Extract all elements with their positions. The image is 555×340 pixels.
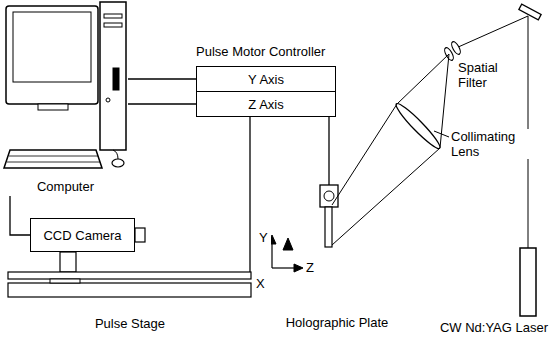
axis-label: Z [306, 260, 318, 275]
group-heading: Pulse Motor Controller [196, 44, 325, 59]
cable-line [328, 117, 329, 185]
camera-box: CCD Camera [30, 218, 135, 252]
cable-line [128, 103, 196, 104]
optics-illustration [332, 4, 541, 316]
part-label: CW Nd:YAG Laser [420, 320, 548, 335]
computer-unit: Computer [3, 0, 128, 196]
tower-button [106, 98, 110, 102]
laser-beam [528, 16, 529, 248]
stage-rail [8, 272, 251, 279]
node-label: Z Axis [248, 97, 283, 112]
node-label: Holographic Plate [286, 315, 389, 330]
tower-panel [113, 68, 119, 90]
holographic-plate: Holographic Plate [285, 185, 389, 332]
stage-base [8, 283, 251, 297]
collimated-beam [332, 148, 440, 245]
pulse-stage: Pulse Stage [5, 255, 255, 333]
monitor-case [6, 6, 98, 104]
drive-slot [104, 23, 122, 27]
monitor-screen [13, 12, 91, 82]
laser-beam [456, 16, 528, 48]
cable-line [249, 117, 250, 255]
mirror [519, 4, 541, 20]
node-label: Y Axis [248, 72, 284, 87]
z-axis-head [294, 264, 303, 272]
plate-illustration [320, 185, 338, 247]
computer-illustration [4, 2, 126, 168]
plate-holder [320, 185, 338, 207]
node-label: Computer [37, 179, 94, 194]
collimated-beam [332, 104, 397, 205]
node-label: CCD Camera [43, 228, 121, 243]
key-row [7, 162, 100, 163]
part-label: Spatial Filter [458, 60, 514, 90]
key-row [9, 156, 98, 157]
camera-mount [60, 252, 76, 272]
axis-label: Y [259, 230, 271, 245]
collimating-lens [393, 100, 443, 151]
z-axis-line [272, 267, 296, 268]
mouse-cable [113, 150, 118, 159]
monitor-stand [38, 104, 68, 110]
axis-illustration [268, 235, 303, 272]
y-axis-line [271, 242, 272, 268]
node-label: Pulse Stage [95, 316, 165, 331]
cable-line [10, 196, 30, 235]
stage-wire [249, 255, 250, 272]
mouse [112, 159, 124, 167]
cable-line [128, 78, 196, 79]
stage-carriage [50, 279, 80, 283]
holographic-plate-glass [325, 207, 332, 247]
part-label: Collimating Lens [451, 129, 531, 159]
controller-group: Pulse Motor Controller Y Axis Z Axis [196, 44, 336, 117]
tower-case [100, 2, 126, 150]
axis-controller-box: Y Axis [196, 66, 336, 92]
object-marker [283, 238, 293, 250]
y-axis-head [268, 235, 276, 244]
laser-body [520, 248, 536, 316]
axis-label: X [256, 276, 268, 291]
axis-controller-box: Z Axis [196, 91, 336, 117]
drive-slot [104, 14, 122, 18]
diverging-beam [397, 54, 449, 104]
holder-knob [324, 191, 334, 201]
stage-illustration [8, 228, 251, 297]
leader-line [434, 131, 449, 137]
camera-lens [135, 228, 145, 242]
keyboard [4, 150, 102, 168]
